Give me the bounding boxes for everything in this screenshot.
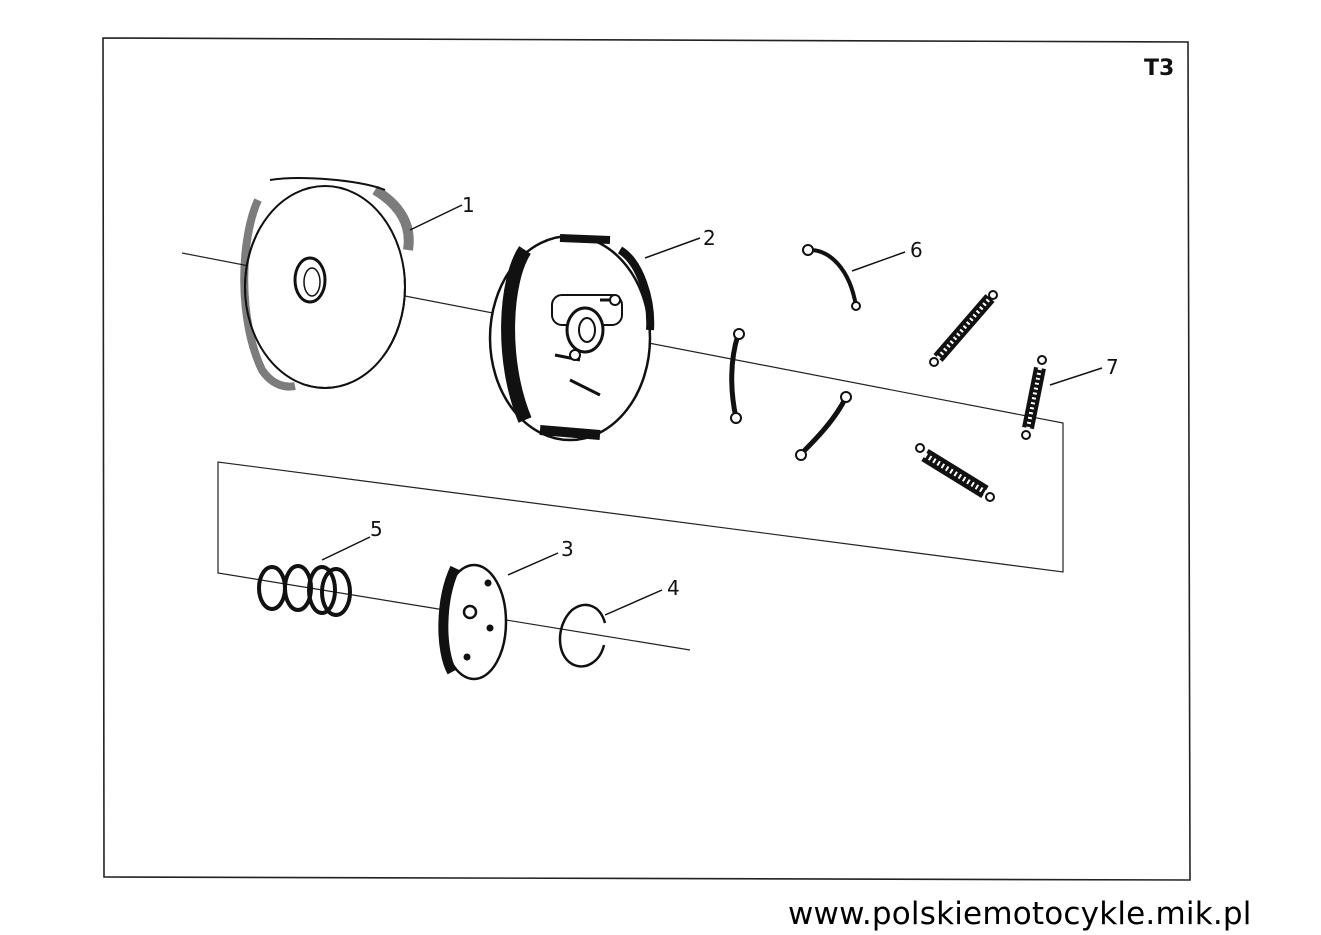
leader-3: [507, 552, 559, 576]
callout-1: 1: [462, 193, 475, 217]
part-7-springs: [915, 290, 1047, 502]
callout-7: 7: [1106, 355, 1119, 379]
part-3-disc: [438, 563, 508, 681]
leader-2: [644, 237, 701, 259]
callout-6: 6: [910, 238, 923, 262]
leader-5: [321, 536, 371, 561]
part-6-shoe-links: [729, 244, 861, 461]
leader-1: [409, 204, 463, 231]
part-1-brake-drum: [240, 177, 414, 391]
leader-7: [1049, 367, 1103, 386]
callout-4: 4: [667, 576, 680, 600]
site-watermark: www.polskiemotocykle.mik.pl: [788, 896, 1252, 932]
drawing-frame: [102, 37, 1191, 881]
part-5-coil-spring: [257, 564, 352, 617]
callout-3: 3: [561, 537, 574, 561]
part-2-brake-plate: [488, 234, 655, 442]
callout-2: 2: [703, 226, 716, 250]
leader-4: [604, 589, 663, 616]
callout-5: 5: [370, 517, 383, 541]
part-4-circlip: [558, 603, 607, 668]
sheet-id: T3: [1144, 56, 1174, 81]
leader-6: [851, 251, 906, 272]
upper-axis-line: [181, 252, 1064, 651]
